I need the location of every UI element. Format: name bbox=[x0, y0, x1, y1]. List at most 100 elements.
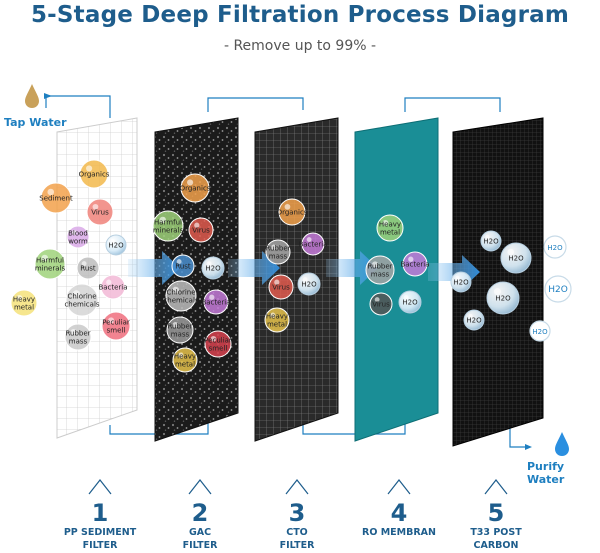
panel-pp-sediment bbox=[56, 117, 138, 439]
stage-2-number: 2 bbox=[191, 499, 209, 527]
bubble-4-3: Bacteria bbox=[400, 251, 430, 277]
svg-text:Virus: Virus bbox=[192, 227, 210, 235]
stage-4-number: 4 bbox=[390, 499, 408, 527]
svg-text:chemicals: chemicals bbox=[64, 301, 99, 309]
bubble-4-5: H2O bbox=[398, 290, 422, 314]
svg-text:Peculiar: Peculiar bbox=[204, 337, 232, 345]
tap-water-label: Tap Water bbox=[4, 116, 67, 129]
bubble-3-4: Virus bbox=[268, 274, 294, 300]
stage-1: 1 PP SEDIMENT FILTER bbox=[55, 500, 145, 552]
svg-text:Bacteria: Bacteria bbox=[298, 241, 327, 249]
svg-text:minerals: minerals bbox=[153, 227, 184, 235]
svg-text:H2O: H2O bbox=[495, 295, 511, 303]
svg-text:Heavy: Heavy bbox=[379, 221, 401, 229]
svg-text:Peculiar: Peculiar bbox=[102, 319, 130, 327]
svg-text:Organics: Organics bbox=[277, 209, 308, 217]
svg-text:Virus: Virus bbox=[272, 284, 290, 292]
stage-5-number: 5 bbox=[487, 499, 505, 527]
bubble-2-5: H2O bbox=[201, 256, 225, 280]
svg-text:Rubber: Rubber bbox=[367, 263, 392, 271]
page-title: 5-Stage Deep Filtration Process Diagram bbox=[30, 2, 570, 28]
panel-ro-membrane bbox=[354, 117, 439, 442]
stage-3-name: CTO FILTER bbox=[279, 527, 315, 551]
svg-text:H2O: H2O bbox=[548, 285, 568, 295]
svg-text:Heavy: Heavy bbox=[13, 296, 35, 304]
svg-text:Rust: Rust bbox=[175, 263, 191, 271]
svg-text:Chlorine: Chlorine bbox=[67, 293, 96, 301]
svg-text:H2O: H2O bbox=[483, 238, 499, 246]
svg-text:mass: mass bbox=[171, 331, 190, 339]
svg-text:H2O: H2O bbox=[453, 279, 469, 287]
svg-text:Bacteria: Bacteria bbox=[201, 299, 230, 307]
stage-3: 3 CTO FILTER bbox=[252, 500, 342, 552]
tap-water-drop-icon bbox=[25, 84, 39, 108]
svg-text:Heavy: Heavy bbox=[174, 353, 196, 361]
bubble-1-3: Virus bbox=[86, 198, 114, 226]
stage-3-chevron-icon bbox=[285, 479, 309, 495]
bubble-1-1: Organics bbox=[79, 159, 110, 189]
bubble-2-1: Organics bbox=[180, 173, 211, 203]
svg-text:worm: worm bbox=[68, 238, 88, 246]
svg-text:H2O: H2O bbox=[402, 299, 418, 307]
bubble-4-4: Virus bbox=[369, 292, 393, 316]
bubble-3-5: H2O bbox=[297, 272, 321, 296]
stage-2-chevron-icon bbox=[188, 479, 212, 495]
stage-5: 5 T33 POST CARBON bbox=[451, 500, 541, 552]
connector-arrowhead-in bbox=[44, 93, 52, 99]
purify-water-label: Purify Water bbox=[527, 460, 565, 486]
svg-text:Bacteria: Bacteria bbox=[400, 261, 429, 269]
svg-text:Organics: Organics bbox=[180, 185, 211, 193]
svg-text:Harmful: Harmful bbox=[154, 219, 182, 227]
bubble-5-5: H2O bbox=[463, 309, 485, 331]
svg-text:mass: mass bbox=[371, 271, 390, 279]
svg-text:Heavy: Heavy bbox=[266, 313, 288, 321]
svg-text:metal: metal bbox=[14, 304, 34, 312]
stage-1-number: 1 bbox=[91, 499, 109, 527]
svg-text:Harmful: Harmful bbox=[36, 257, 64, 265]
svg-text:H2O: H2O bbox=[547, 244, 563, 252]
svg-text:H2O: H2O bbox=[466, 317, 482, 325]
bubble-2-4: Rust bbox=[171, 254, 195, 278]
stage-3-number: 3 bbox=[288, 499, 306, 527]
svg-text:mass: mass bbox=[269, 253, 288, 261]
svg-text:Rubber: Rubber bbox=[265, 245, 290, 253]
bubble-2-3: Virus bbox=[188, 217, 214, 243]
svg-text:Sediment: Sediment bbox=[39, 195, 73, 203]
connector-6 bbox=[509, 420, 528, 448]
stage-1-name: PP SEDIMENT FILTER bbox=[63, 527, 137, 551]
svg-text:mass: mass bbox=[69, 338, 88, 346]
svg-text:H2O: H2O bbox=[508, 255, 524, 263]
bubble-5-4: H2O bbox=[486, 281, 520, 315]
panel-t33-post-carbon bbox=[452, 117, 544, 447]
svg-text:H2O: H2O bbox=[108, 242, 124, 250]
stage-5-name: T33 POST CARBON bbox=[470, 527, 522, 551]
svg-text:smell: smell bbox=[209, 345, 228, 353]
purify-water-drop-icon bbox=[555, 432, 569, 456]
stage-4-name: RO MEMBRAN bbox=[362, 527, 436, 538]
svg-text:Rubber: Rubber bbox=[65, 330, 90, 338]
flow-arrow-2 bbox=[228, 251, 280, 285]
bubble-1-8: Bacteria bbox=[98, 274, 128, 300]
bubble-3-1: Organics bbox=[277, 198, 308, 226]
svg-text:Virus: Virus bbox=[372, 301, 390, 309]
svg-text:H2O: H2O bbox=[301, 281, 317, 289]
bubble-5-1: H2O bbox=[480, 230, 502, 252]
connector-4 bbox=[302, 420, 406, 435]
svg-text:metal: metal bbox=[380, 229, 400, 237]
connector-1 bbox=[45, 95, 111, 118]
svg-text:H2O: H2O bbox=[532, 328, 548, 336]
